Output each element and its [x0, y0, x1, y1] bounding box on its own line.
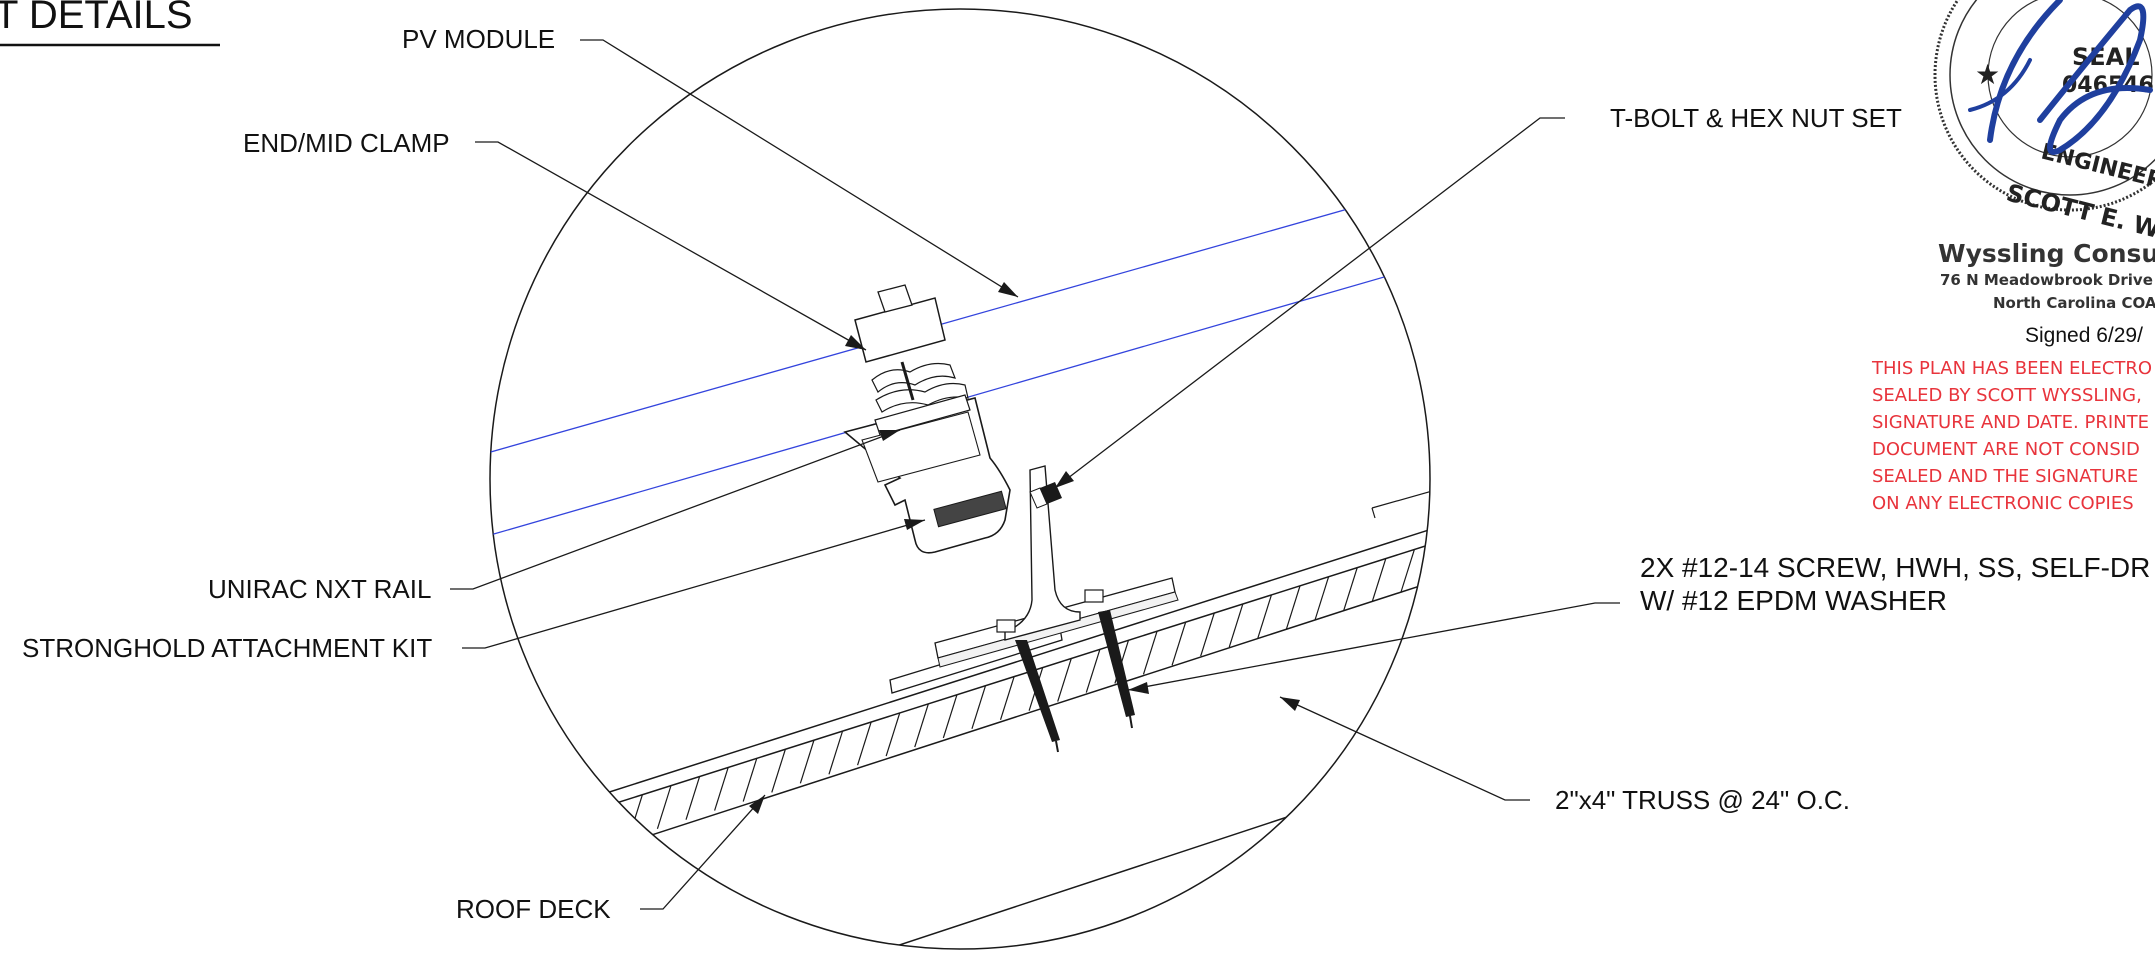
roof-deck-hatch-line: [1142, 631, 1158, 675]
roof-deck-hatch-line: [1458, 531, 1472, 574]
label-rail: UNIRAC NXT RAIL: [208, 574, 431, 604]
electronic-seal-notice: THIS PLAN HAS BEEN ELECTRO SEALED BY SCO…: [1871, 358, 2152, 514]
roof-deck-hatch-line: [1400, 549, 1415, 593]
roof-deck-hatch-line: [1200, 612, 1215, 657]
label-t-bolt: T-BOLT & HEX NUT SET: [1610, 103, 1902, 133]
roof-deck-hatch-line: [799, 740, 815, 784]
notice-line-1: THIS PLAN HAS BEEN ELECTRO: [1871, 358, 2152, 379]
label-truss: 2"x4" TRUSS @ 24" O.C.: [1555, 785, 1850, 815]
truss-line: [859, 759, 1430, 949]
roof-deck-hatch-line: [1228, 603, 1244, 648]
seal-signed: Signed 6/29/: [2025, 324, 2143, 347]
leader-lines: [450, 39, 1620, 910]
roof-deck-hatch-line: [1371, 558, 1387, 602]
detail-circle: [489, 8, 1431, 950]
roof-deck-hatch-line: [1171, 621, 1187, 666]
roof-deck-hatch-line: [1257, 594, 1273, 639]
roof-deck-hatch-line: [942, 694, 958, 739]
notice-line-5: SEALED AND THE SIGNATURE: [1872, 466, 2138, 487]
signature-mark: [1987, 0, 2153, 155]
roof-deck-hatch-line: [1343, 567, 1358, 611]
label-screw-line1: 2X #12-14 SCREW, HWH, SS, SELF-DR: [1640, 552, 2150, 583]
label-screw-line2: W/ #12 EPDM WASHER: [1640, 585, 1947, 616]
seal-company: Wyssling Consulti: [1938, 239, 2155, 268]
roof-deck-hatch-line: [1314, 576, 1330, 621]
notice-line-4: DOCUMENT ARE NOT CONSID: [1872, 439, 2140, 460]
roof-deck-hatch-line: [856, 721, 872, 766]
detail-section: [490, 179, 1472, 949]
shingle-edge: [1371, 485, 1430, 509]
roof-deck-hatch-line: [1057, 658, 1072, 702]
stronghold-attachment-kit: [889, 465, 1179, 694]
roof-deck-hatch-line: [828, 730, 844, 775]
detail-title: T DETAILS: [0, 0, 193, 37]
roof-deck-hatch-line: [1428, 540, 1430, 584]
roof-deck-hatch-line: [771, 749, 786, 793]
roof-deck-hatch-line: [1085, 649, 1101, 693]
seal-coa: North Carolina COA #: [1993, 294, 2155, 312]
label-roof-deck: ROOF DECK: [456, 894, 611, 924]
seal-engineer: ENGINEER: [2039, 140, 2155, 195]
engineer-seal: SEAL 046546 ★ ENGINEER SCOTT E. WYS: [1933, 0, 2155, 252]
roof-deck-hatch-line: [885, 712, 901, 757]
roof-deck-hatch-line: [971, 685, 987, 730]
label-attachment-kit: STRONGHOLD ATTACHMENT KIT: [22, 633, 432, 663]
label-end-mid-clamp: END/MID CLAMP: [243, 128, 450, 158]
end-mid-clamp: [854, 284, 971, 436]
pv-module-top-edge: [490, 179, 1430, 456]
label-pv-module: PV MODULE: [402, 24, 555, 54]
notice-line-2: SEALED BY SCOTT WYSSLING,: [1872, 385, 2142, 406]
roof-deck-hatch-line: [1285, 585, 1301, 630]
notice-line-3: SIGNATURE AND DATE. PRINTE: [1872, 412, 2149, 433]
roof-deck-hatch-line: [999, 676, 1015, 720]
roof-deck-hatch-line: [742, 758, 758, 802]
roof-deck-hatch-line: [656, 785, 672, 829]
roof-deck-hatch-line: [628, 794, 643, 839]
notice-line-6: ON ANY ELECTRONIC COPIES: [1872, 493, 2134, 514]
screws: [1015, 610, 1135, 753]
roof-deck-hatch-line: [685, 776, 701, 820]
roof-deck-hatch-line: [914, 703, 929, 748]
seal-address: 76 N Meadowbrook Drive Al: [1940, 271, 2155, 289]
roof-deck-hatch-line: [714, 767, 729, 811]
seal-star-icon: ★: [1975, 58, 2000, 91]
